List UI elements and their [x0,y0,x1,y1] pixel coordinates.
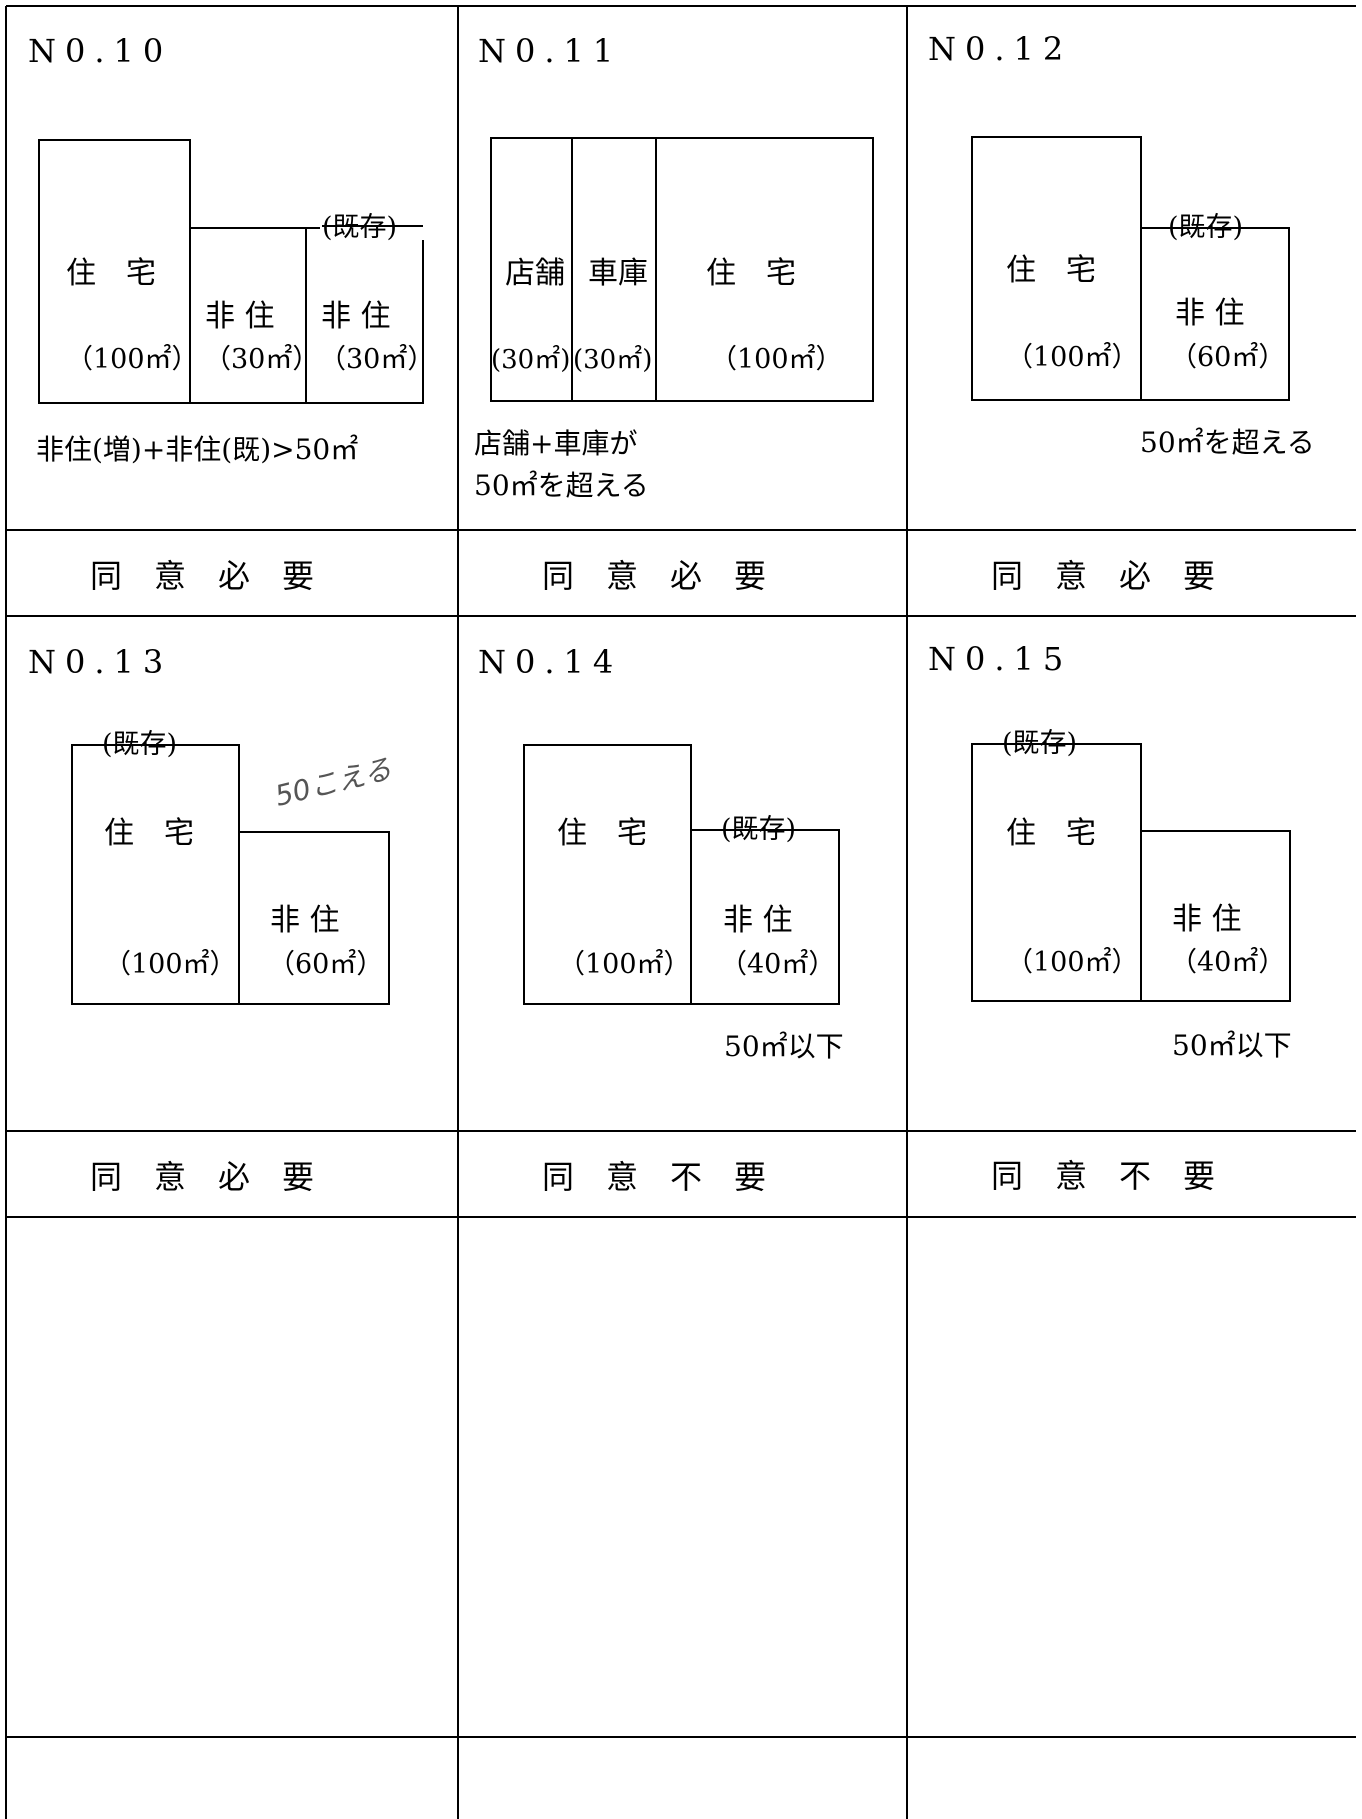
room-area: (30㎡) [573,345,652,375]
case-number: N0.15 [928,640,1072,678]
case-number: N0.11 [478,32,622,70]
room-area: （100㎡） [104,949,237,980]
room-name: 非 住 [1172,902,1242,937]
room-name: 店舗 [505,256,565,291]
case-15: N0.15 (既存) 住 宅 （100㎡） 非 住 （40㎡） 50㎡以下 同 … [928,640,1292,1195]
room-name: 非 住 [205,299,275,334]
floor-plan [490,137,874,402]
case-number: N0.12 [928,30,1072,68]
room-area: (30㎡) [491,345,570,375]
room-area: （30㎡） [319,344,434,375]
room-name: 非 住 [723,903,793,938]
consent-result: 同 意 不 要 [991,1157,1215,1195]
room-name: 住 宅 [557,816,647,851]
case-13: N0.13 (既存) 住 宅 （100㎡） 非 住 （60㎡） 50こえる 同 … [28,643,395,1196]
case-number: N0.13 [28,643,172,681]
consent-result: 同 意 必 要 [542,557,766,595]
table-grid [5,5,1356,1819]
case-14: N0.14 住 宅 （100㎡） 非 住 （40㎡） (既存) 50㎡以下 同 … [478,643,844,1196]
consent-result: 同 意 必 要 [991,557,1215,595]
condition-note: 非住(増)+非住(既)>50㎡ [36,433,358,466]
condition-note: 50㎡を超える [1140,426,1315,459]
room-area: （100㎡） [1006,947,1139,978]
case-11: N0.11 店舗 (30㎡) 車庫 (30㎡) 住 宅 （100㎡） 店舗+車庫… [474,32,874,595]
consent-result: 同 意 必 要 [90,1158,314,1196]
room-area: （100㎡） [558,949,691,980]
condition-note: 店舗+車庫が [474,427,637,460]
room-name: 住 宅 [706,256,796,291]
condition-note: 50㎡を超える [474,469,649,502]
consent-result: 同 意 不 要 [542,1158,766,1196]
room-area: （40㎡） [720,949,835,980]
room-name: 住 宅 [66,256,156,291]
room-area: （100㎡） [1006,342,1139,373]
case-12: N0.12 住 宅 （100㎡） 非 住 （60㎡） (既存) 50㎡を超える … [928,30,1315,595]
room-name: 非 住 [321,299,391,334]
case-number: N0.10 [28,32,172,70]
room-name: 住 宅 [1006,253,1096,288]
room-name: 住 宅 [104,816,194,851]
room-area: （30㎡） [204,344,319,375]
room-area: （60㎡） [1170,342,1285,373]
room-name: 非 住 [270,903,340,938]
room-name: 非 住 [1175,296,1245,331]
room-area: （60㎡） [268,949,383,980]
room-area: （100㎡） [710,344,843,375]
room-name: 住 宅 [1006,816,1096,851]
condition-note: 50㎡以下 [724,1030,844,1063]
handwritten-note: 50こえる [272,752,395,813]
room-name: 車庫 [588,256,648,291]
case-10: N0.10 住 宅 （100㎡） 非 住 （30㎡） 非 住 （30㎡） (既存… [28,32,434,595]
consent-result: 同 意 必 要 [90,557,314,595]
room-area: （40㎡） [1170,947,1285,978]
room-area: （100㎡） [66,344,199,375]
existing-tag: (既存) [322,212,397,243]
case-number: N0.14 [478,643,622,681]
condition-note: 50㎡以下 [1172,1029,1292,1062]
